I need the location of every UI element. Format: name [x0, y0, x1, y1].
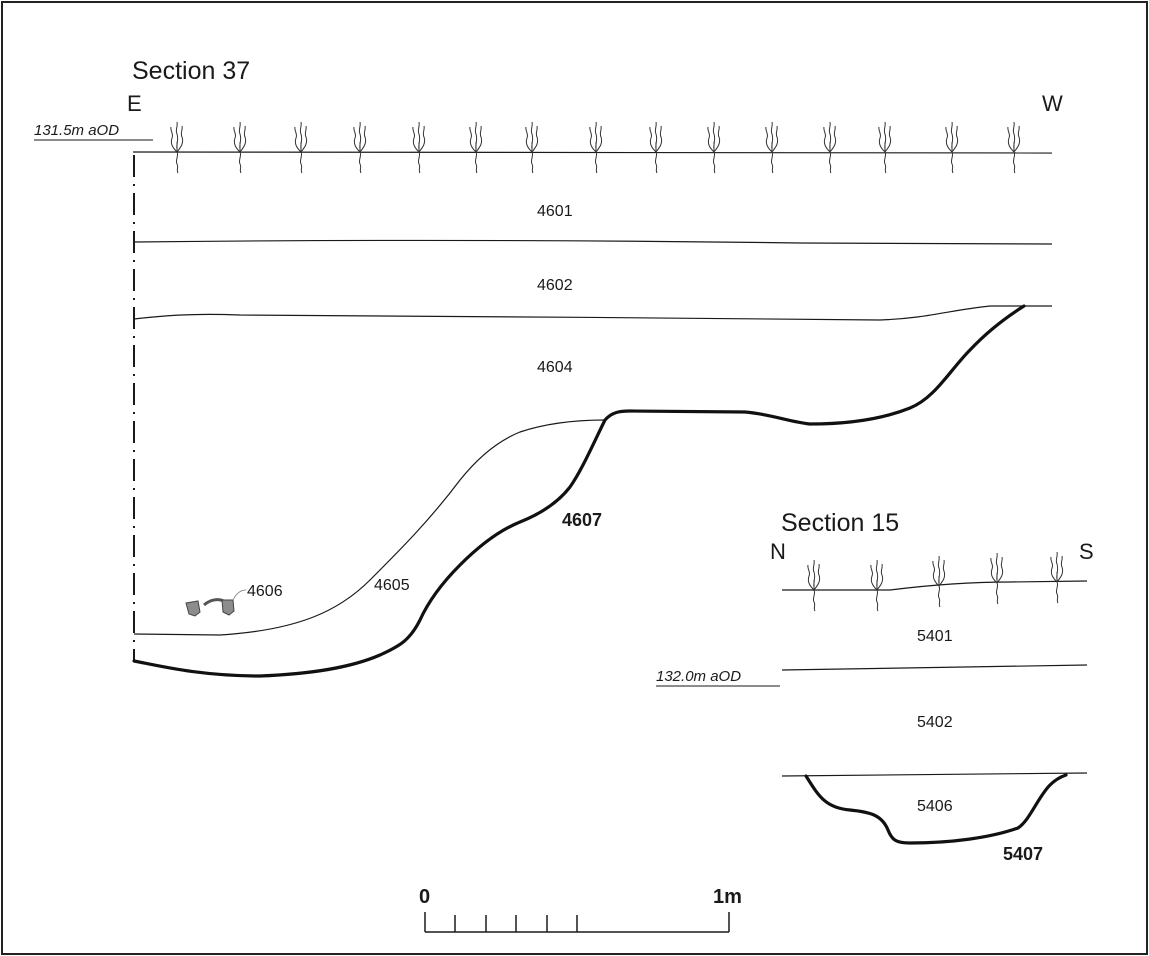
- vegetation-symbol: [233, 121, 247, 174]
- section-15-north-label: N: [770, 539, 786, 564]
- vegetation-symbol: [707, 121, 721, 174]
- cut-4607-line: [132, 304, 1026, 678]
- section-15-ground-surface: [782, 580, 1088, 591]
- section-37-east-label: E: [127, 91, 142, 116]
- boundary-4604-4605: [133, 419, 606, 636]
- boundary-4602-4604: [133, 305, 1052, 321]
- section-15: Section 15 N S 132.0m aOD 5401 5402 5406…: [656, 509, 1094, 864]
- section-15-south-label: S: [1079, 539, 1094, 564]
- vegetation-symbol: [1007, 121, 1021, 174]
- section-37-title: Section 37: [132, 57, 250, 85]
- context-4606-label: 4606: [247, 583, 283, 600]
- vegetation-symbol: [525, 121, 539, 174]
- boundary-5402-5406: [781, 772, 1088, 777]
- section-15-title: Section 15: [781, 509, 899, 537]
- boundary-4601-4602: [133, 239, 1053, 245]
- section-37-datum-label: 131.5m aOD: [34, 122, 119, 139]
- scale-bar-end-label: 1m: [713, 886, 742, 908]
- context-5402-label: 5402: [917, 714, 953, 731]
- vegetation-symbol: [294, 121, 308, 174]
- vegetation-symbol: [823, 121, 837, 174]
- vegetation-symbol: [1050, 551, 1064, 604]
- vegetation-symbol: [412, 121, 426, 174]
- context-5406-label: 5406: [917, 798, 953, 815]
- section-37-west-label: W: [1042, 91, 1063, 116]
- scale-bar-start-label: 0: [419, 886, 430, 908]
- vegetation-symbol: [353, 121, 367, 174]
- scale-bar: 0 1m: [419, 886, 742, 933]
- vegetation-symbol: [807, 559, 821, 612]
- cut-4607-label: 4607: [562, 510, 602, 530]
- cut-5407-label: 5407: [1003, 844, 1043, 864]
- context-4604-label: 4604: [537, 359, 573, 376]
- vegetation-symbol: [878, 121, 892, 174]
- vegetation-symbol: [945, 121, 959, 174]
- vegetation-symbol: [765, 121, 779, 174]
- section-37-ground-surface: [132, 150, 1053, 154]
- context-5401-label: 5401: [917, 628, 953, 645]
- vegetation-symbol: [469, 121, 483, 174]
- vegetation-symbol: [170, 121, 184, 174]
- section-15-datum-label: 132.0m aOD: [656, 668, 741, 685]
- vegetation-symbol: [649, 121, 663, 174]
- vegetation-symbol: [870, 559, 884, 612]
- boundary-5401-5402: [781, 664, 1088, 671]
- cut-5407-line: [804, 773, 1068, 845]
- section-37-vegetation: [170, 121, 1021, 174]
- find-4606-icon: [185, 589, 247, 617]
- section-37: Section 37 E W 131.5m aOD: [34, 57, 1063, 678]
- context-4605-label: 4605: [374, 577, 410, 594]
- vegetation-symbol: [589, 121, 603, 174]
- vegetation-symbol: [932, 555, 946, 608]
- context-4602-label: 4602: [537, 277, 573, 294]
- vegetation-symbol: [990, 552, 1004, 605]
- context-4601-label: 4601: [537, 203, 573, 220]
